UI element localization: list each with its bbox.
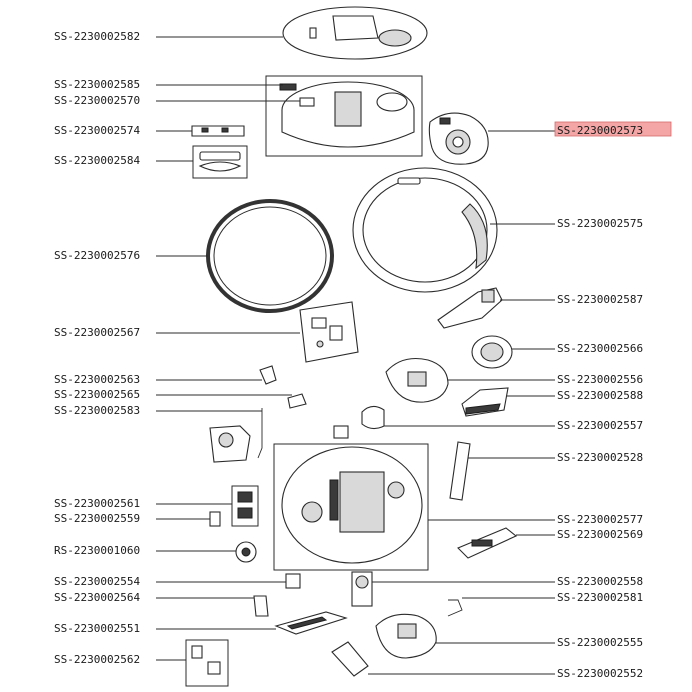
part-label[interactable]: SS-2230002583 — [54, 404, 140, 417]
part-cable-2583[interactable] — [257, 408, 263, 459]
part-label[interactable]: SS-2230002570 — [54, 94, 140, 107]
part-chassis-2577[interactable] — [273, 443, 429, 571]
part-drive-module-2555[interactable] — [375, 613, 437, 659]
part-small-2554[interactable] — [285, 573, 301, 589]
part-label[interactable]: SS-2230002556 — [557, 373, 643, 386]
part-fan-motor-2573[interactable] — [428, 112, 489, 165]
part-drive-module-2556[interactable] — [385, 357, 449, 403]
part-label[interactable]: SS-2230002576 — [54, 249, 140, 262]
part-label[interactable]: SS-2230002567 — [54, 326, 140, 339]
callout-leaders — [156, 36, 555, 675]
part-dustbin-2588[interactable] — [461, 387, 509, 417]
part-label[interactable]: SS-2230002558 — [557, 575, 643, 588]
part-label[interactable]: SS-2230002573 — [557, 124, 643, 137]
part-top-housing[interactable] — [265, 75, 423, 157]
part-label[interactable]: RS-2230001060 — [54, 544, 140, 557]
part-label[interactable]: SS-2230002555 — [557, 636, 643, 649]
part-label[interactable]: SS-2230002562 — [54, 653, 140, 666]
part-label[interactable]: SS-2230002585 — [54, 78, 140, 91]
part-small-2563[interactable] — [259, 365, 277, 385]
part-label[interactable]: SS-2230002554 — [54, 575, 140, 588]
part-label[interactable]: SS-2230002559 — [54, 512, 140, 525]
part-top-cover[interactable] — [282, 6, 428, 60]
part-small-2565[interactable] — [287, 393, 307, 409]
part-set-2562[interactable] — [185, 639, 229, 687]
part-housing-2583[interactable] — [209, 425, 251, 463]
part-label[interactable]: SS-2230002566 — [557, 342, 643, 355]
part-button-plate-2584[interactable] — [192, 145, 248, 179]
part-label[interactable]: SS-2230002552 — [557, 667, 643, 680]
part-label[interactable]: SS-2230002581 — [557, 591, 643, 604]
part-bracket-2574[interactable] — [191, 125, 245, 137]
part-contacts-2561[interactable] — [231, 485, 259, 527]
part-label[interactable]: SS-2230002551 — [54, 622, 140, 635]
callout-highlight — [554, 121, 672, 137]
part-brush-holder-2551[interactable] — [274, 611, 348, 635]
part-label[interactable]: SS-2230002575 — [557, 217, 643, 230]
part-label[interactable]: SS-2230002574 — [54, 124, 140, 137]
part-main-brush-2552[interactable] — [331, 641, 369, 677]
part-small-2564[interactable] — [253, 595, 269, 617]
part-wheel-2566[interactable] — [471, 335, 513, 369]
part-pcb-2567[interactable] — [299, 301, 359, 363]
part-label[interactable]: SS-2230002582 — [54, 30, 140, 43]
part-cable-2581[interactable] — [447, 599, 463, 617]
part-label[interactable]: SS-2230002561 — [54, 497, 140, 510]
part-label[interactable]: SS-2230002577 — [557, 513, 643, 526]
part-bracket-2569[interactable] — [457, 527, 518, 559]
part-side-brush-1060[interactable] — [235, 541, 257, 563]
part-small-2559[interactable] — [209, 511, 221, 527]
part-label[interactable]: SS-2230002563 — [54, 373, 140, 386]
part-label[interactable]: SS-2230002569 — [557, 528, 643, 541]
part-label[interactable]: SS-2230002557 — [557, 419, 643, 432]
part-battery-2528[interactable] — [449, 441, 471, 501]
part-label[interactable]: SS-2230002588 — [557, 389, 643, 402]
labels-left: SS-2230002582SS-2230002585SS-2230002570S… — [54, 30, 140, 666]
part-bumper-ring-2575[interactable] — [352, 167, 498, 293]
part-label[interactable]: SS-2230002565 — [54, 388, 140, 401]
part-side-arm-2587[interactable] — [437, 287, 503, 329]
part-wheel-motor-2558[interactable] — [351, 571, 373, 607]
part-label[interactable]: SS-2230002587 — [557, 293, 643, 306]
labels-right: SS-2230002573SS-2230002575SS-2230002587S… — [554, 121, 672, 680]
part-gasket-ring-2576[interactable] — [206, 199, 334, 313]
part-label[interactable]: SS-2230002528 — [557, 451, 643, 464]
part-cap-2557[interactable] — [333, 405, 385, 439]
part-label[interactable]: SS-2230002584 — [54, 154, 140, 167]
part-label[interactable]: SS-2230002564 — [54, 591, 140, 604]
